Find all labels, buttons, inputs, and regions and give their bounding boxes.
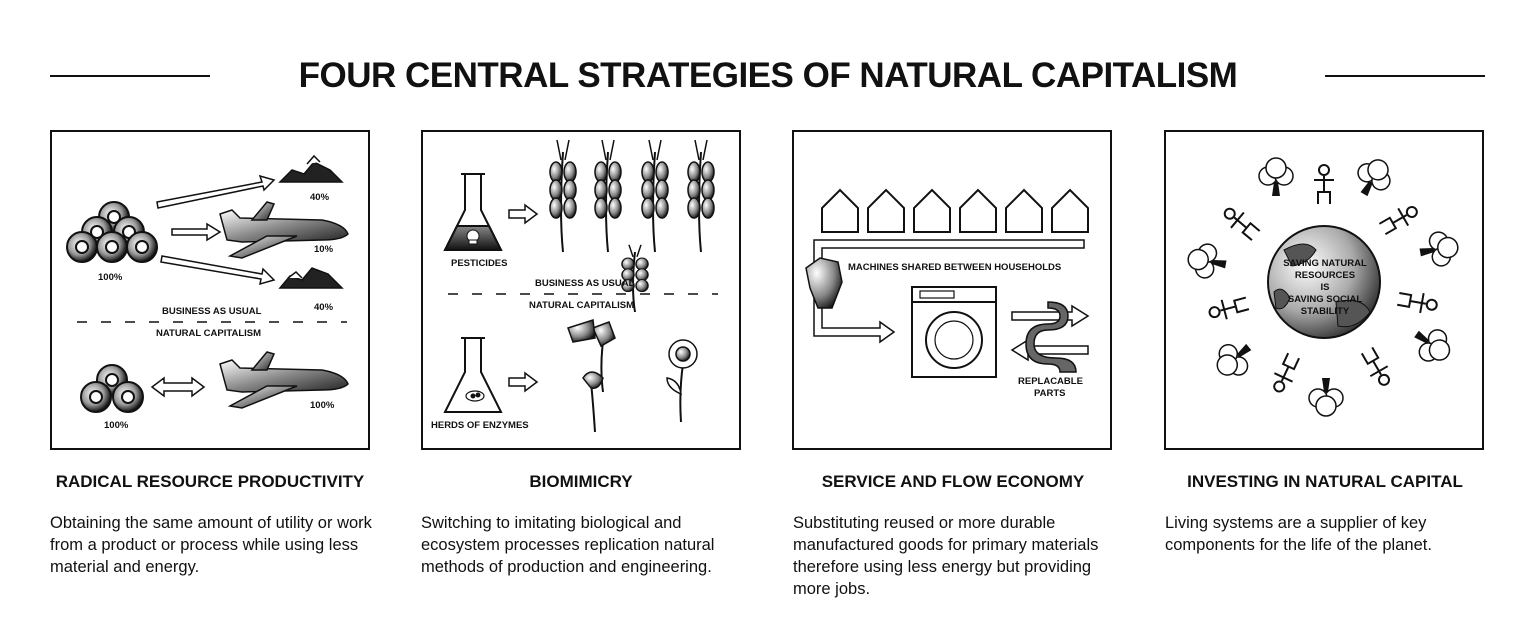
label-machines-shared: MACHINES SHARED BETWEEN HOUSEHOLDS — [848, 262, 1062, 273]
globe-icon — [1267, 225, 1381, 339]
house-icon — [821, 188, 859, 233]
title-rule-right — [1325, 75, 1485, 77]
pipes-icon — [80, 364, 144, 413]
globe-text-line-2: RESOURCES — [1294, 270, 1356, 281]
tree-icon — [1207, 333, 1261, 386]
heading-resource-productivity: RADICAL RESOURCE PRODUCTIVITY — [55, 472, 365, 491]
label-business-as-usual: BUSINESS AS USUAL — [162, 306, 262, 317]
arrow-right-icon — [171, 222, 222, 242]
title-rule-left — [50, 75, 210, 77]
globe-text-line-1: SAVING NATURAL — [1283, 258, 1367, 269]
wheat-icon — [549, 139, 577, 253]
label-top-waste: 40% — [310, 192, 330, 203]
wheat-icon — [594, 139, 622, 253]
heading-natural-capital: INVESTING IN NATURAL CAPITAL — [1187, 472, 1463, 491]
panel-biomimicry: PESTICIDES BUSINESS AS USUAL NATURAL CAP… — [421, 130, 741, 450]
arrow-down-icon — [160, 255, 276, 286]
waste-pile-icon — [278, 154, 344, 183]
person-icon — [1376, 199, 1423, 239]
house-icon — [867, 189, 905, 233]
washing-machine-icon — [911, 286, 997, 378]
tree-icon — [1184, 240, 1230, 282]
person-icon — [1206, 292, 1251, 325]
panel-resource-productivity: 40% 10% 100% 40% BUSINESS AS USUAL NATUR… — [50, 130, 370, 450]
description-resource-productivity: Obtaining the same amount of utility or … — [50, 514, 372, 576]
natural-capital-illustration — [1184, 151, 1462, 417]
house-icon — [1005, 189, 1043, 233]
resource-productivity-illustration — [66, 154, 349, 413]
label-pipes-top: 100% — [98, 272, 123, 283]
label-natural-capitalism: NATURAL CAPITALISM — [156, 328, 262, 339]
hand-icon — [805, 257, 843, 309]
label-enzymes: HERDS OF ENZYMES — [431, 420, 529, 431]
label-natural-capitalism: NATURAL CAPITALISM — [529, 300, 635, 311]
globe-text-line-5: STABILITY — [1300, 306, 1350, 317]
arrow-up-icon — [156, 174, 276, 209]
arrow-right-icon — [508, 203, 539, 225]
globe-text-line-3: IS — [1320, 282, 1330, 293]
panel-service-flow: MACHINES SHARED BETWEEN HOUSEHOLDS REPLA… — [792, 130, 1112, 450]
heading-biomimicry: BIOMIMICRY — [529, 472, 633, 491]
house-icon — [913, 189, 951, 233]
replacable-parts-icon — [1010, 301, 1090, 373]
person-icon — [1218, 201, 1264, 245]
service-flow-illustration — [805, 188, 1090, 378]
flower-icon — [666, 339, 698, 423]
flask-icon — [443, 337, 503, 413]
label-pesticides: PESTICIDES — [451, 258, 508, 269]
person-icon — [1267, 350, 1304, 397]
tree-icon — [1258, 157, 1294, 197]
flower-icon — [582, 371, 604, 433]
label-parts: PARTS — [1034, 388, 1066, 399]
label-bottom-waste: 40% — [314, 302, 334, 313]
flower-icon — [567, 319, 616, 393]
tree-icon — [1308, 377, 1344, 417]
description-biomimicry: Switching to imitating biological and ec… — [421, 514, 715, 576]
person-icon — [1395, 288, 1440, 317]
airplane-icon — [219, 351, 349, 409]
heading-service-flow: SERVICE AND FLOW ECONOMY — [821, 472, 1085, 491]
house-icon — [959, 189, 997, 233]
tree-icon — [1416, 228, 1462, 270]
pipes-icon — [66, 201, 158, 263]
globe-text-line-4: SAVING SOCIAL — [1287, 294, 1363, 305]
person-icon — [1313, 164, 1335, 205]
double-arrow-icon — [150, 376, 206, 398]
description-service-flow: Substituting reused or more durable manu… — [793, 514, 1099, 598]
wheat-icon — [641, 139, 669, 253]
panel-natural-capital: SAVING NATURAL RESOURCES IS SAVING SOCIA… — [1164, 130, 1484, 450]
biomimicry-illustration — [443, 139, 718, 433]
page-title: FOUR CENTRAL STRATEGIES OF NATURAL CAPIT… — [298, 56, 1238, 95]
label-plane-bottom: 100% — [310, 400, 335, 411]
wheat-icon — [687, 139, 715, 253]
label-pipes-bottom: 100% — [104, 420, 129, 431]
skull-icon — [466, 229, 480, 245]
waste-pile-icon — [278, 267, 344, 289]
house-icon — [1051, 189, 1089, 233]
arrow-right-icon — [508, 371, 539, 393]
label-plane-top: 10% — [314, 244, 334, 255]
airplane-icon — [219, 201, 349, 259]
description-natural-capital: Living systems are a supplier of key com… — [1165, 514, 1432, 554]
tree-icon — [1406, 319, 1459, 371]
person-icon — [1357, 344, 1397, 391]
label-replacable: REPLACABLE — [1018, 376, 1083, 387]
label-business-as-usual: BUSINESS AS USUAL — [535, 278, 635, 289]
tree-icon — [1348, 151, 1399, 204]
flow-arrow-icon — [813, 239, 1085, 344]
